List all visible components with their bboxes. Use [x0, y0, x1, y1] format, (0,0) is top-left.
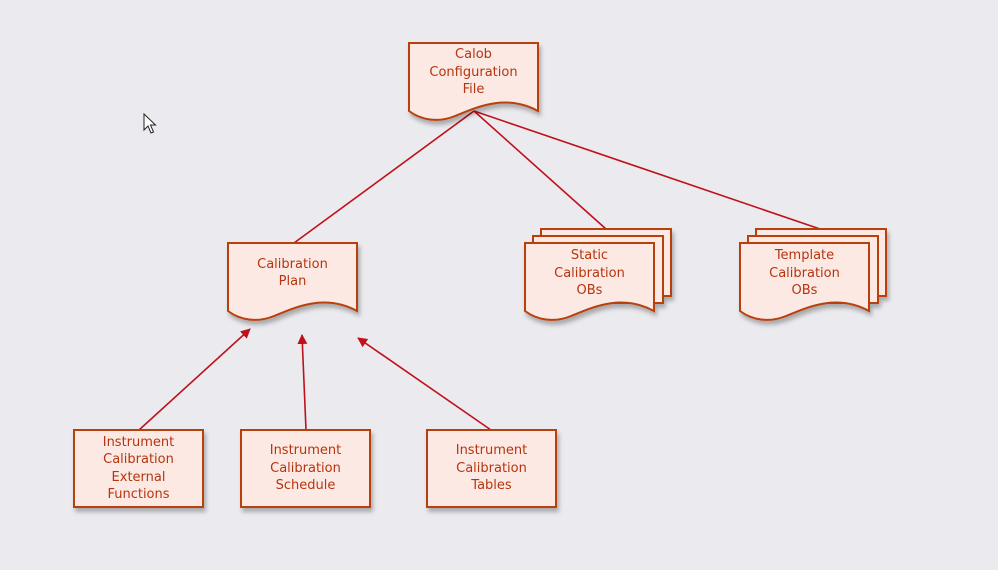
node-template-calibration-obs-shape[interactable]	[739, 228, 887, 321]
edge-schedule-to-plan	[297, 334, 308, 431]
edge-tables-to-plan	[357, 337, 492, 431]
edge-config-to-plan	[293, 110, 475, 244]
mouse-pointer-icon	[143, 113, 157, 134]
node-static-calibration-obs-shape[interactable]	[524, 228, 672, 321]
node-calob-config-file-shape[interactable]	[408, 42, 539, 121]
edge-config-to-static-obs	[473, 110, 607, 230]
node-calibration-plan-shape[interactable]	[227, 242, 358, 321]
edge-external-functions-to-plan	[138, 328, 251, 431]
node-external-functions-shape[interactable]	[73, 429, 204, 508]
edge-config-to-template-obs	[473, 110, 821, 230]
connectors	[138, 110, 821, 431]
node-tables-shape[interactable]	[426, 429, 557, 508]
node-schedule-shape[interactable]	[240, 429, 371, 508]
